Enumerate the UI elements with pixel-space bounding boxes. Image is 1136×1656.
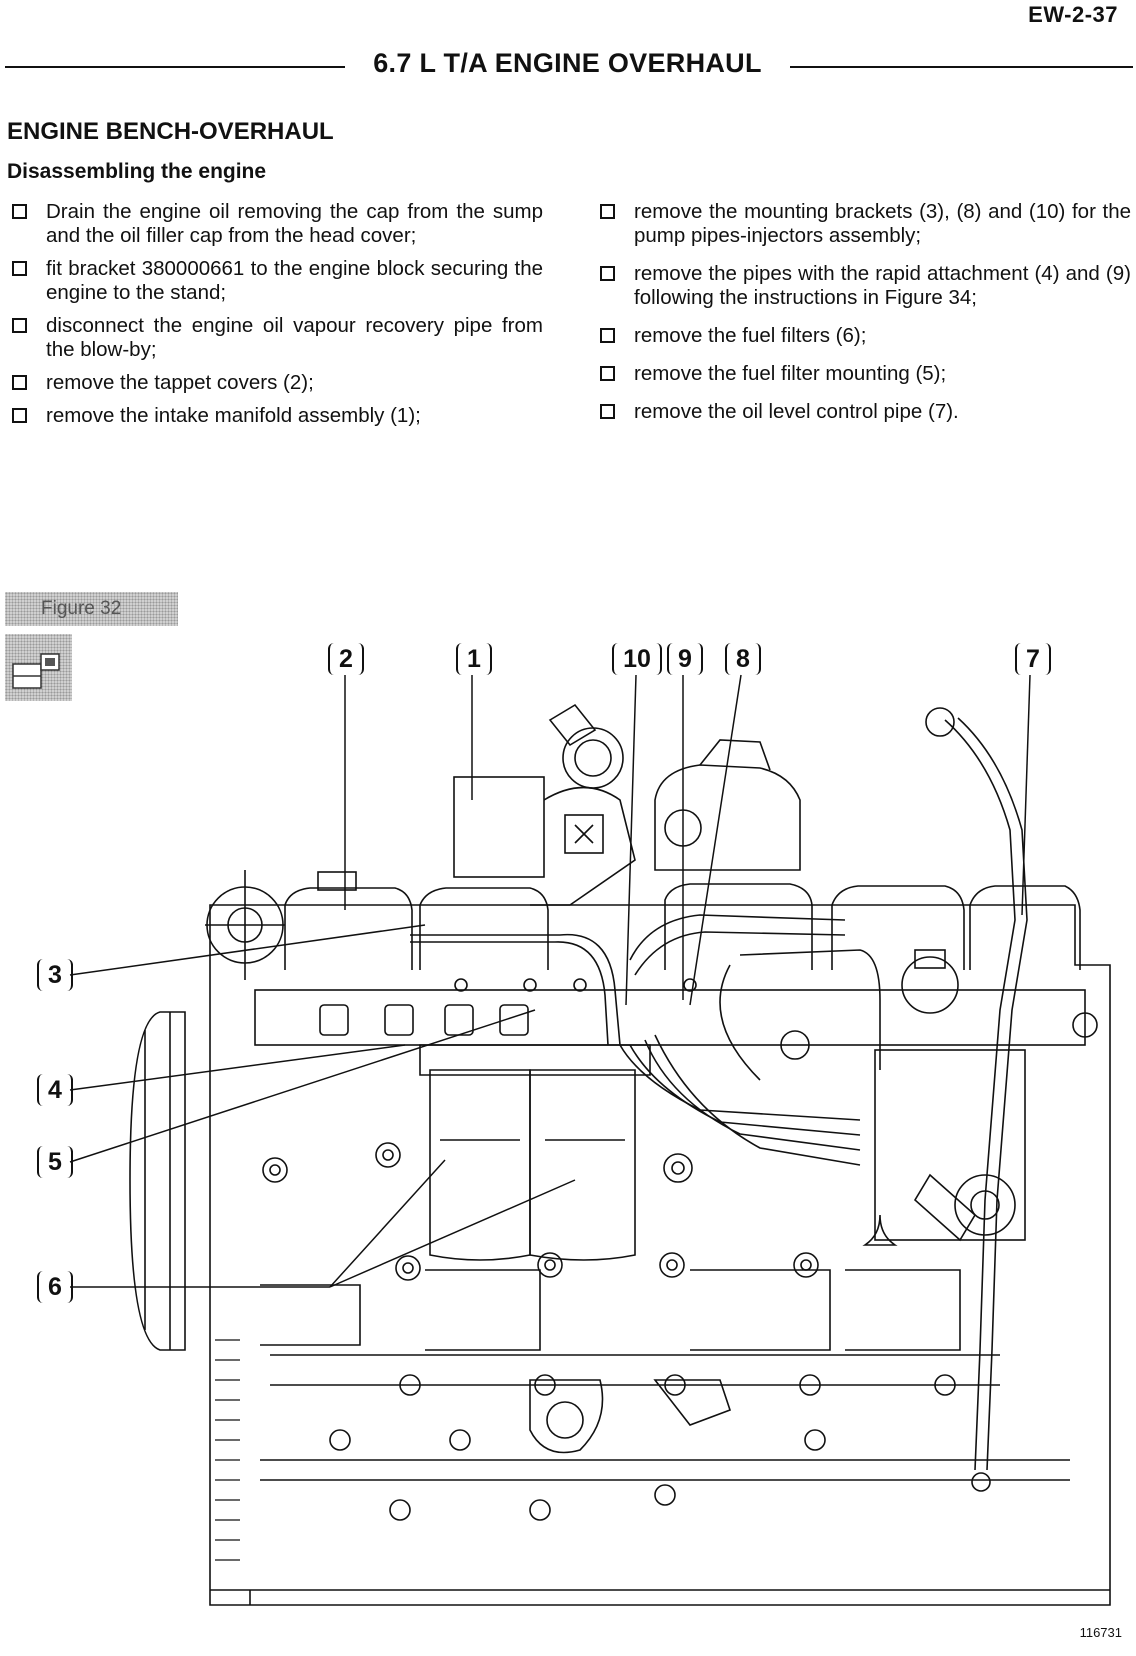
callout-4: 4 — [37, 1074, 73, 1106]
step-text: remove the intake manifold assembly (1); — [46, 404, 421, 427]
checkbox-icon — [12, 261, 27, 276]
checkbox-icon — [600, 404, 615, 419]
callout-7: 7 — [1015, 643, 1051, 675]
chapter-rule-right — [790, 66, 1133, 68]
callout-3: 3 — [37, 959, 73, 991]
step-item: remove the oil level control pipe (7). — [596, 400, 1131, 424]
checkbox-icon — [600, 204, 615, 219]
callout-6: 6 — [37, 1271, 73, 1303]
chapter-rule-left — [5, 66, 345, 68]
step-list-left: Drain the engine oil removing the cap fr… — [8, 200, 543, 437]
step-text: remove the fuel filters (6); — [634, 324, 867, 347]
checkbox-icon — [12, 204, 27, 219]
step-text: Drain the engine oil removing the cap fr… — [46, 200, 543, 247]
step-item: Drain the engine oil removing the cap fr… — [8, 200, 543, 248]
engine-diagram — [69, 674, 1111, 1606]
checkbox-icon — [600, 266, 615, 281]
step-item: remove the fuel filters (6); — [596, 324, 1131, 348]
step-item: fit bracket 380000661 to the engine bloc… — [8, 257, 543, 305]
callout-1: 1 — [456, 643, 492, 675]
checkbox-icon — [12, 318, 27, 333]
checkbox-icon — [12, 375, 27, 390]
step-item: remove the pipes with the rapid attachme… — [596, 262, 1131, 310]
step-item: disconnect the engine oil vapour recover… — [8, 314, 543, 362]
step-list-right: remove the mounting brackets (3), (8) an… — [596, 200, 1131, 438]
figure-label: Figure 32 — [5, 592, 178, 626]
step-item: remove the intake manifold assembly (1); — [8, 404, 543, 428]
subsection-title: Disassembling the engine — [7, 160, 267, 183]
callout-8: 8 — [725, 643, 761, 675]
callout-5: 5 — [37, 1146, 73, 1178]
callout-2: 2 — [328, 643, 364, 675]
step-text: disconnect the engine oil vapour recover… — [46, 314, 543, 361]
checkbox-icon — [12, 408, 27, 423]
drawing-number: 116731 — [1079, 1625, 1122, 1640]
section-title: ENGINE BENCH-OVERHAUL — [7, 118, 334, 145]
callout-10: 10 — [612, 643, 662, 675]
step-text: fit bracket 380000661 to the engine bloc… — [46, 257, 543, 304]
step-item: remove the fuel filter mounting (5); — [596, 362, 1131, 386]
callout-9: 9 — [667, 643, 703, 675]
checkbox-icon — [600, 366, 615, 381]
chapter-title: 6.7 L T/A ENGINE OVERHAUL — [373, 48, 762, 78]
step-text: remove the pipes with the rapid attachme… — [634, 262, 1131, 309]
step-item: remove the tappet covers (2); — [8, 371, 543, 395]
step-text: remove the oil level control pipe (7). — [634, 400, 959, 423]
page-number: EW-2-37 — [1028, 2, 1118, 27]
figure-layout-icon — [5, 634, 72, 701]
step-text: remove the fuel filter mounting (5); — [634, 362, 947, 385]
step-text: remove the tappet covers (2); — [46, 371, 314, 394]
checkbox-icon — [600, 328, 615, 343]
step-text: remove the mounting brackets (3), (8) an… — [634, 200, 1131, 247]
step-item: remove the mounting brackets (3), (8) an… — [596, 200, 1131, 248]
